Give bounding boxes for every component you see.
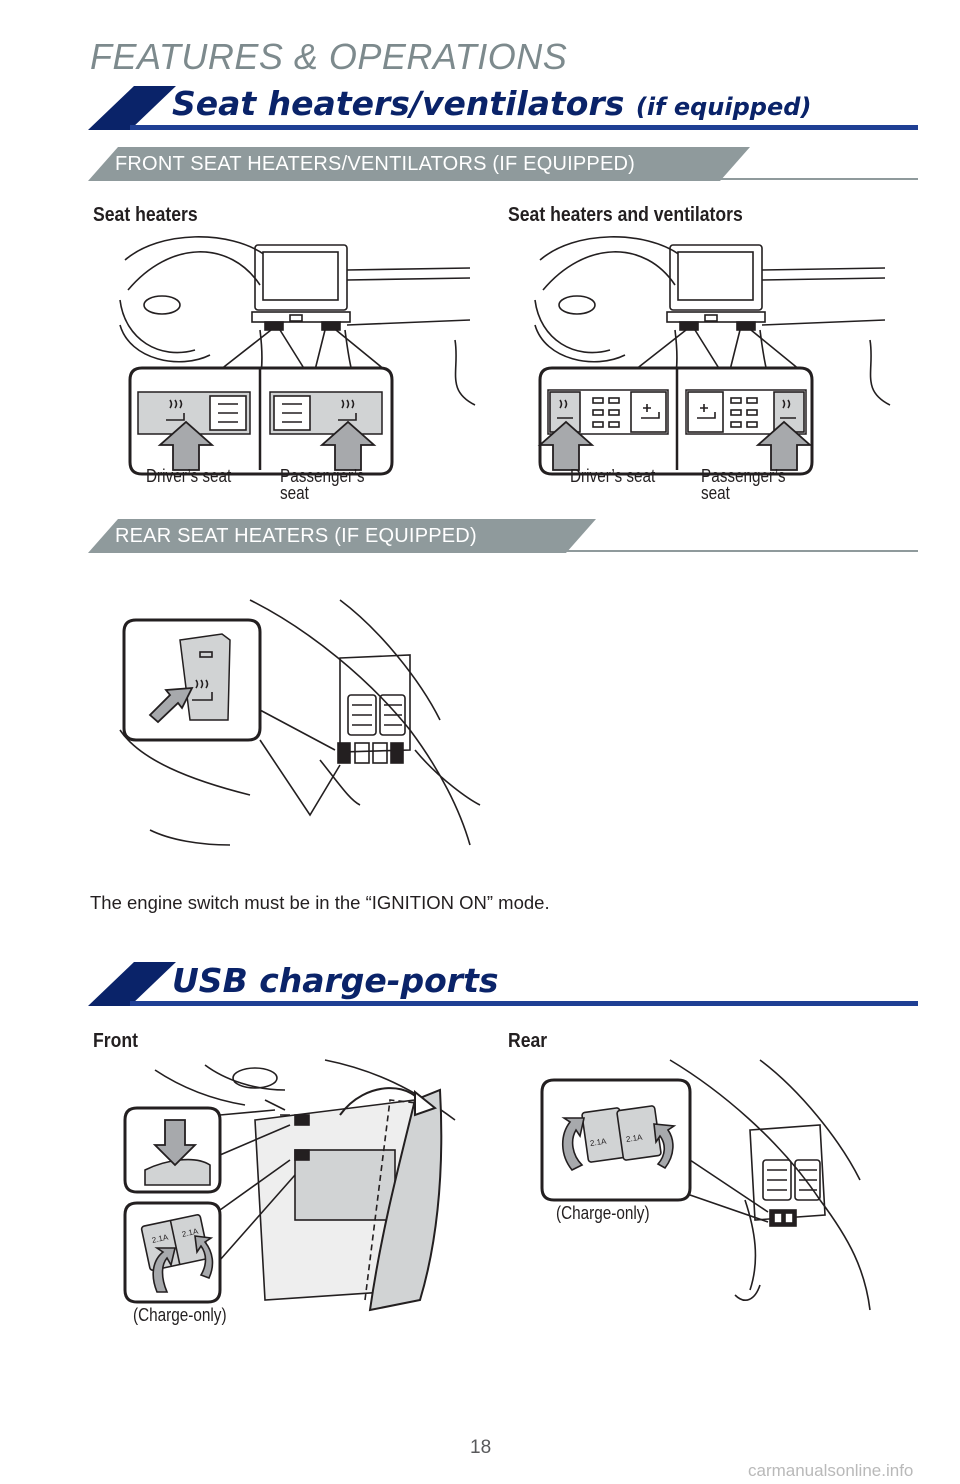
section-title: FEATURES & OPERATIONS (90, 36, 568, 77)
rear-usb-port-rating-1: 2.1A (589, 1136, 607, 1148)
left-passenger-seat-label-line2: seat (280, 483, 309, 503)
ignition-note: The engine switch must be in the “IGNITI… (90, 892, 550, 913)
subheading-bar-front (88, 147, 918, 181)
right-driver-seat-label: Driver’s seat (570, 466, 656, 486)
page-number: 18 (470, 1437, 492, 1458)
figure-title-seat-heaters-ventilators: Seat heaters and ventilators (508, 204, 743, 226)
subheading-front-seat: FRONT SEAT HEATERS/VENTILATORS (IF EQUIP… (115, 153, 635, 175)
figure-title-rear: Rear (508, 1030, 548, 1052)
heading-seat-heaters: Seat heaters/ventilators (if equipped) (172, 84, 811, 123)
rear-charge-only-label: (Charge-only) (556, 1203, 650, 1223)
left-driver-seat-label: Driver’s seat (146, 466, 232, 486)
heading-seat-heaters-suffix: (if equipped) (635, 93, 812, 121)
heading-bar-usb (88, 962, 918, 1006)
heading-usb-charge-ports: USB charge-ports (172, 961, 499, 1000)
front-usb-port-rating-1: 2.1A (151, 1232, 170, 1245)
subheading-bar-rear (88, 519, 918, 553)
dashboard-illustration-seat-heaters-ventilators (534, 236, 891, 476)
left-passenger-seat-label-line1: Passenger’s (280, 466, 365, 486)
right-passenger-seat-label-line1: Passenger’s (701, 466, 786, 486)
figure-title-seat-heaters: Seat heaters (93, 204, 198, 226)
watermark: carmanualsonline.info (748, 1461, 914, 1480)
rear-usb-port-rating-2: 2.1A (625, 1132, 643, 1144)
front-usb-port-rating-2: 2.1A (181, 1226, 200, 1239)
heading-bar-seat-heaters (88, 84, 918, 130)
subheading-rear-seat: REAR SEAT HEATERS (IF EQUIPPED) (115, 525, 477, 547)
heading-seat-heaters-main: Seat heaters/ventilators (172, 84, 636, 123)
right-passenger-seat-label-line2: seat (701, 483, 730, 503)
dashboard-illustration-seat-heaters (119, 236, 476, 476)
figure-title-front: Front (93, 1030, 138, 1052)
rear-seat-heater-illustration (119, 599, 481, 846)
rear-usb-illustration (540, 1059, 871, 1311)
front-usb-illustration (123, 1059, 456, 1312)
front-charge-only-label: (Charge-only) (133, 1305, 227, 1325)
